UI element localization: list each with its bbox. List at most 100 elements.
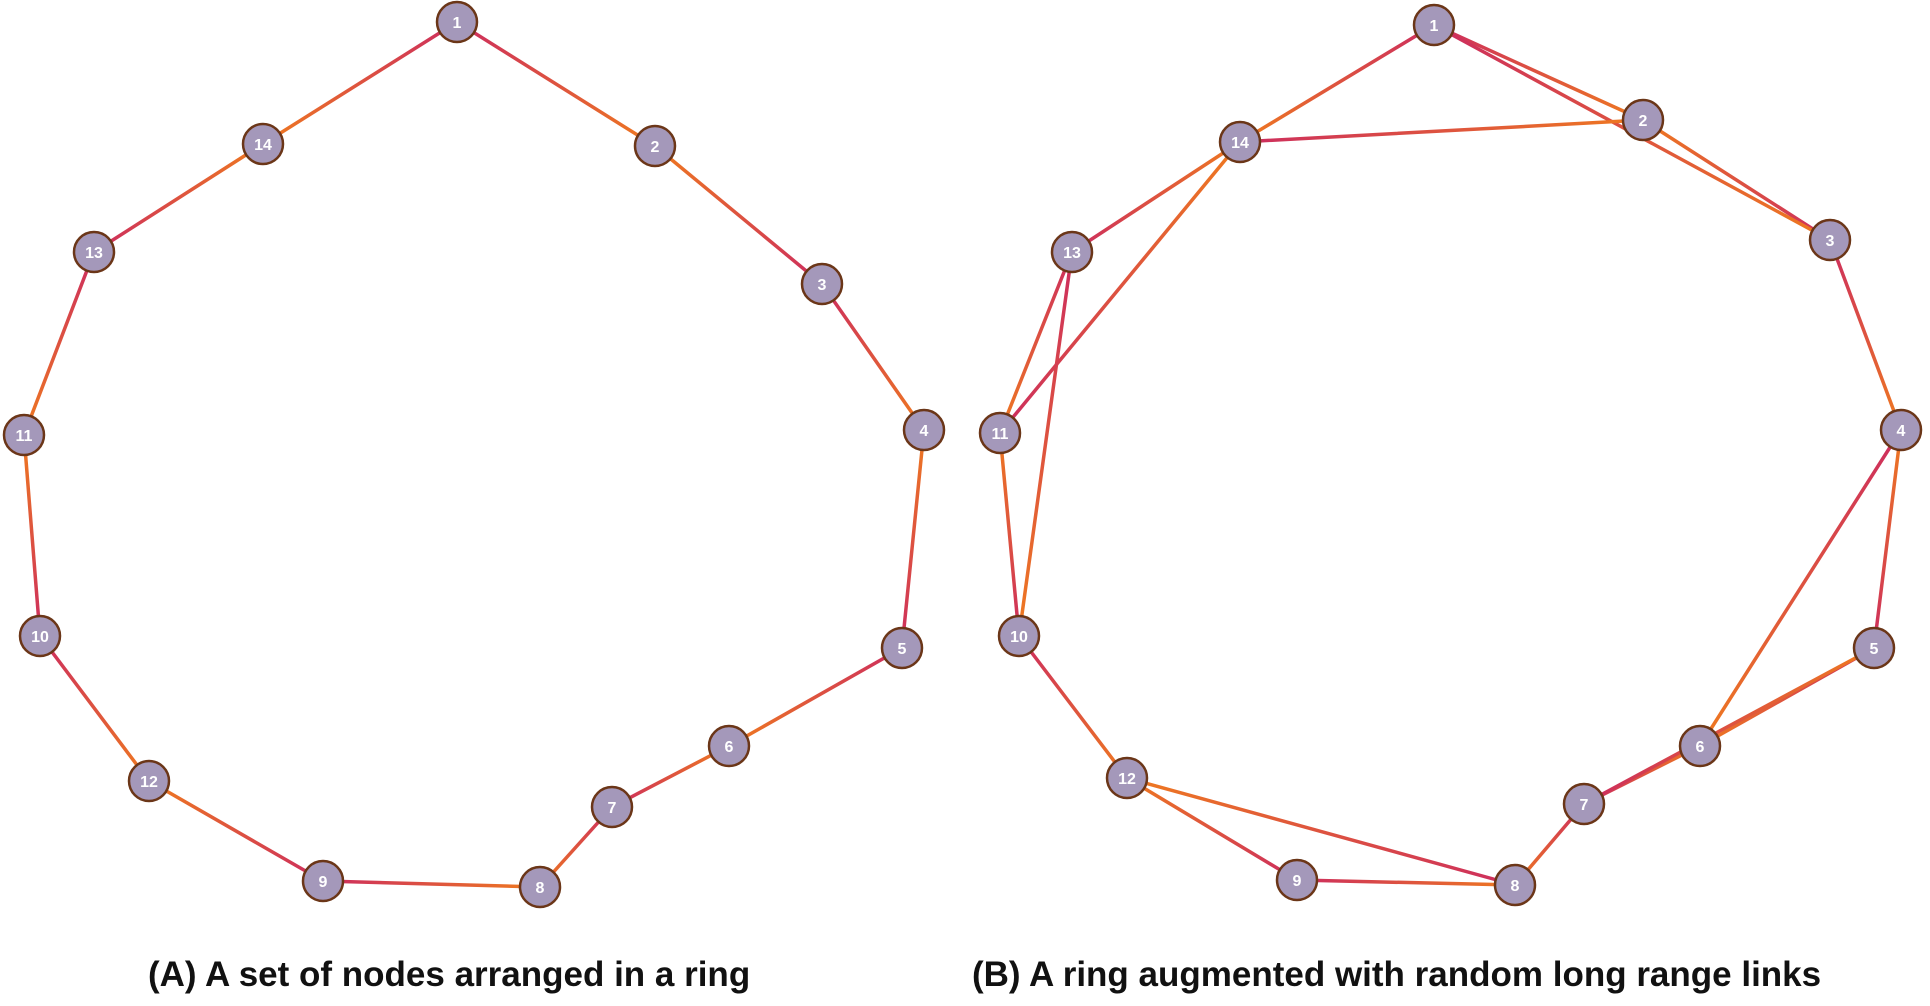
node-label: 6	[1696, 739, 1705, 756]
node-9: 9	[1275, 858, 1319, 902]
edge-6-7	[610, 744, 731, 809]
node-label: 10	[31, 629, 49, 646]
node-4: 4	[1879, 408, 1923, 452]
node-label: 1	[1430, 18, 1439, 35]
node-8: 8	[1493, 863, 1537, 907]
node-label: 2	[651, 139, 660, 156]
node-label: 11	[16, 428, 33, 445]
edge-1-2	[1432, 23, 1645, 122]
edge-8-12	[1125, 776, 1517, 887]
node-10: 10	[18, 614, 62, 658]
node-9: 9	[301, 859, 345, 903]
edge-12-10	[38, 634, 151, 783]
node-5: 5	[880, 626, 924, 670]
node-label: 4	[920, 423, 929, 440]
edge-group	[22, 20, 926, 889]
edge-5-6	[727, 646, 904, 748]
node-4: 4	[902, 408, 946, 452]
node-label: 12	[140, 774, 158, 791]
node-circle	[1879, 408, 1923, 452]
edge-2-3	[653, 144, 824, 286]
node-circle	[18, 614, 62, 658]
node-circle	[301, 859, 345, 903]
node-3: 3	[1808, 218, 1852, 262]
edge-4-5	[900, 428, 926, 650]
node-circle	[1562, 782, 1606, 826]
node-label: 3	[818, 277, 827, 294]
node-7: 7	[590, 785, 634, 829]
node-2: 2	[633, 124, 677, 168]
node-circle	[800, 262, 844, 306]
node-label: 5	[1870, 641, 1879, 658]
node-11: 11	[978, 411, 1022, 455]
edge-9-12	[1125, 776, 1299, 882]
node-label: 4	[1897, 423, 1906, 440]
edge-10-11	[998, 431, 1021, 638]
node-circle	[1808, 218, 1852, 262]
node-label: 6	[725, 739, 734, 756]
node-circle	[1678, 724, 1722, 768]
node-label: 14	[1231, 135, 1249, 152]
edge-12-10	[1017, 634, 1129, 780]
node-circle	[1050, 230, 1094, 274]
edge-11-13	[998, 250, 1074, 435]
node-circle	[1852, 626, 1896, 670]
node-circle	[633, 124, 677, 168]
node-label: 12	[1118, 771, 1136, 788]
node-label: 9	[319, 874, 328, 891]
node-14: 14	[1218, 120, 1262, 164]
node-1: 1	[435, 0, 479, 44]
edge-13-14	[92, 142, 265, 254]
node-circle	[880, 626, 924, 670]
node-circle	[1621, 98, 1665, 142]
node-11: 11	[2, 413, 46, 457]
node-circle	[1412, 3, 1456, 47]
node-circle	[1493, 863, 1537, 907]
node-12: 12	[127, 759, 171, 803]
edge-14-11	[998, 140, 1242, 435]
edge-4-5	[1872, 428, 1903, 650]
node-label: 2	[1639, 113, 1648, 130]
edge-3-4	[1828, 238, 1903, 432]
node-circle	[518, 865, 562, 909]
node-label: 13	[1063, 245, 1081, 262]
node-label: 13	[85, 245, 103, 262]
edge-1-2	[455, 20, 657, 148]
node-circle	[72, 230, 116, 274]
node-circle	[127, 759, 171, 803]
edge-9-12	[147, 779, 325, 883]
node-label: 8	[536, 880, 545, 897]
node-8: 8	[518, 865, 562, 909]
node-5: 5	[1852, 626, 1896, 670]
node-circle	[2, 413, 46, 457]
node-label: 8	[1511, 878, 1520, 895]
caption-panel-b: (B) A ring augmented with random long ra…	[972, 955, 1822, 994]
node-13: 13	[1050, 230, 1094, 274]
node-label: 1	[453, 15, 462, 32]
node-6: 6	[1678, 724, 1722, 768]
edge-8-9	[321, 879, 542, 889]
edge-5-7	[1582, 646, 1876, 806]
edge-13-10	[1017, 250, 1074, 638]
node-2: 2	[1621, 98, 1665, 142]
edge-2-3	[1641, 118, 1832, 242]
edge-14-1	[261, 20, 459, 146]
node-circle	[978, 411, 1022, 455]
edge-3-4	[820, 282, 926, 432]
node-circle	[707, 724, 751, 768]
node-13: 13	[72, 230, 116, 274]
node-3: 3	[800, 262, 844, 306]
node-6: 6	[707, 724, 751, 768]
node-label: 10	[1010, 629, 1028, 646]
edge-8-9	[1295, 878, 1517, 887]
node-label: 14	[254, 137, 272, 154]
node-12: 12	[1105, 756, 1149, 800]
edge-4-6	[1698, 428, 1903, 748]
edge-group	[998, 23, 1903, 887]
node-circle	[435, 0, 479, 44]
